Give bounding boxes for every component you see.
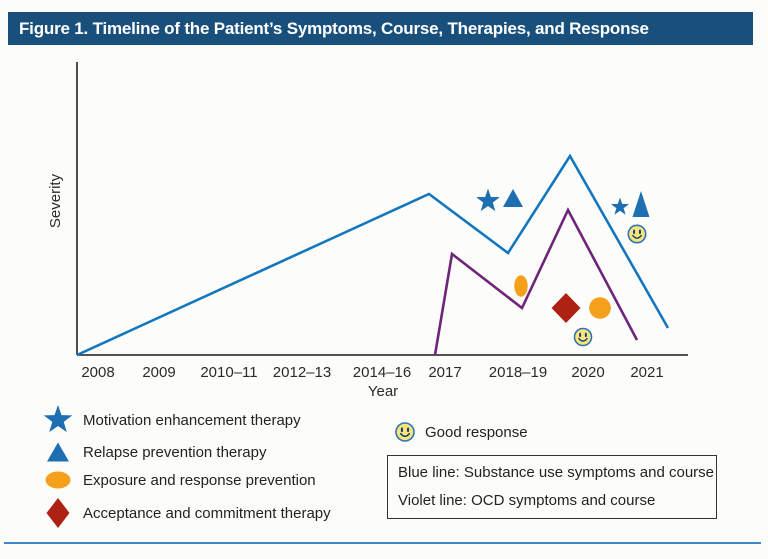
blue-line-key: Blue line: Substance use symptoms and co… [398, 464, 715, 481]
smiley-icon-shape [395, 422, 415, 442]
y-axis-title: Severity [47, 173, 64, 228]
x-tick-label: 2008 [81, 364, 114, 381]
diamond-icon-shape [46, 498, 70, 528]
star-marker [476, 188, 500, 212]
circle-marker [589, 297, 611, 319]
x-tick-label: 2012–13 [273, 364, 331, 381]
good-response-legend: Good response [394, 421, 528, 443]
ellipse-marker [514, 275, 528, 297]
smiley-icon [395, 422, 415, 442]
triangle-icon-shape [47, 442, 69, 462]
smiley-marker [573, 327, 593, 347]
bottom-rule [4, 542, 761, 544]
good-response-label: Good response [425, 423, 528, 441]
legend-label: Motivation enhancement therapy [83, 411, 301, 429]
x-tick-label: 2014–16 [353, 364, 411, 381]
legend-item-acceptance-commitment-therapy: Acceptance and commitment therapy [40, 497, 331, 529]
legend-item-motivation-enhancement-therapy: Motivation enhancement therapy [40, 404, 301, 436]
figure-title: Figure 1. Timeline of the Patient’s Symp… [19, 19, 649, 38]
legend-label: Relapse prevention therapy [83, 443, 267, 461]
violet-line-key: Violet line: OCD symptoms and course [398, 492, 656, 509]
figure-title-bar: Figure 1. Timeline of the Patient’s Symp… [8, 12, 753, 45]
legend-label: Acceptance and commitment therapy [83, 504, 331, 522]
ocd-line [433, 207, 639, 356]
x-tick-label: 2020 [571, 364, 604, 381]
x-tick-label: 2010–11 [200, 364, 257, 381]
x-tick-label: 2021 [630, 364, 663, 381]
substance-use-line [76, 153, 670, 357]
x-axis-title: Year [368, 383, 398, 400]
ellipse-icon-shape [45, 471, 71, 489]
triangle-icon [47, 442, 69, 462]
star-marker [611, 197, 629, 215]
triangle-marker [632, 191, 650, 217]
smiley-marker [627, 224, 647, 244]
line-key-box: Blue line: Substance use symptoms and co… [387, 455, 717, 519]
ellipse-icon [45, 471, 71, 489]
x-tick-label: 2018–19 [489, 364, 547, 381]
triangle-marker [503, 189, 523, 207]
x-tick-label: 2017 [428, 364, 461, 381]
legend-item-relapse-prevention-therapy: Relapse prevention therapy [40, 436, 266, 468]
star-icon [43, 405, 73, 433]
star-icon-shape [43, 405, 73, 433]
diamond-icon [46, 498, 70, 528]
legend-label: Exposure and response prevention [83, 471, 316, 489]
diamond-marker [551, 293, 581, 323]
x-tick-label: 2009 [142, 364, 175, 381]
legend-item-exposure-response-prevention: Exposure and response prevention [40, 464, 316, 496]
